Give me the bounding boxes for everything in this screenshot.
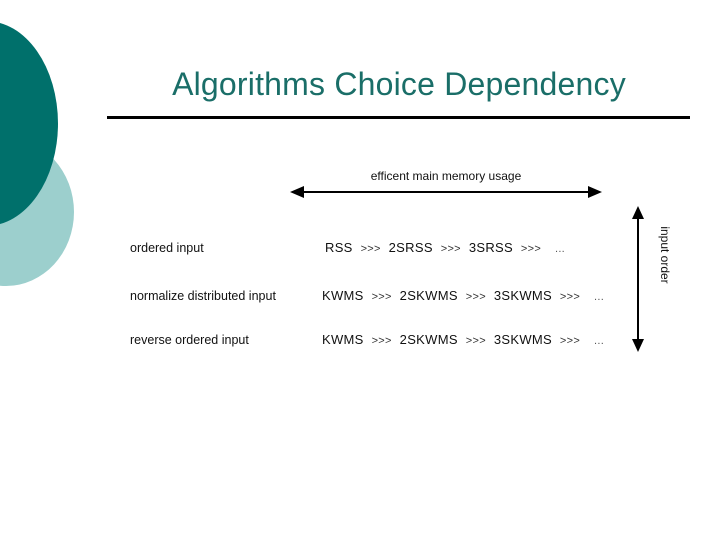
diagram-row: ordered input RSS >>> 2SRSS >>> 3SRSS >>…: [130, 238, 630, 258]
algorithm-name: 2SKWMS: [399, 288, 458, 303]
double-headed-vertical-arrow-icon: [632, 206, 644, 352]
algorithm-name: KWMS: [322, 288, 364, 303]
algorithm-name: 3SRSS: [468, 240, 513, 255]
horizontal-axis-label: efficent main memory usage: [370, 169, 522, 183]
row-algorithm-chain: KWMS >>> 2SKWMS >>> 3SKWMS >>> ...: [322, 330, 604, 351]
algorithm-name: 2SRSS: [388, 240, 433, 255]
diagram-row: normalize distributed input KWMS >>> 2SK…: [130, 286, 630, 306]
chain-separator: >>>: [559, 291, 581, 303]
chain-ellipsis: ...: [594, 335, 605, 347]
algorithm-name: 3SKWMS: [493, 332, 552, 347]
algorithm-name: KWMS: [322, 332, 364, 347]
chain-separator: >>>: [465, 291, 486, 303]
row-input-type-label: ordered input: [130, 241, 204, 255]
algorithm-name: 3SKWMS: [493, 288, 552, 303]
title-underline-rule: [107, 116, 690, 119]
page-title: Algorithms Choice Dependency: [172, 66, 626, 102]
chain-separator: >>>: [440, 243, 461, 255]
diagram-row: reverse ordered input KWMS >>> 2SKWMS >>…: [130, 330, 630, 350]
double-headed-horizontal-arrow-icon: [290, 186, 602, 198]
chain-separator: >>>: [371, 291, 392, 303]
vertical-axis-label: input order: [658, 226, 672, 284]
chain-separator: >>>: [360, 243, 381, 255]
algorithm-name: 2SKWMS: [399, 332, 458, 347]
chain-separator: >>>: [520, 243, 542, 255]
chain-separator: >>>: [465, 335, 486, 347]
row-input-type-label: normalize distributed input: [130, 289, 276, 303]
chain-separator: >>>: [559, 335, 581, 347]
row-input-type-label: reverse ordered input: [130, 333, 249, 347]
algorithm-name: RSS: [325, 240, 353, 255]
chain-ellipsis: ...: [594, 291, 605, 303]
chain-ellipsis: ...: [554, 243, 566, 255]
row-algorithm-chain: KWMS >>> 2SKWMS >>> 3SKWMS >>> ...: [322, 286, 604, 307]
chain-separator: >>>: [371, 335, 392, 347]
row-algorithm-chain: RSS >>> 2SRSS >>> 3SRSS >>> ...: [325, 238, 565, 259]
